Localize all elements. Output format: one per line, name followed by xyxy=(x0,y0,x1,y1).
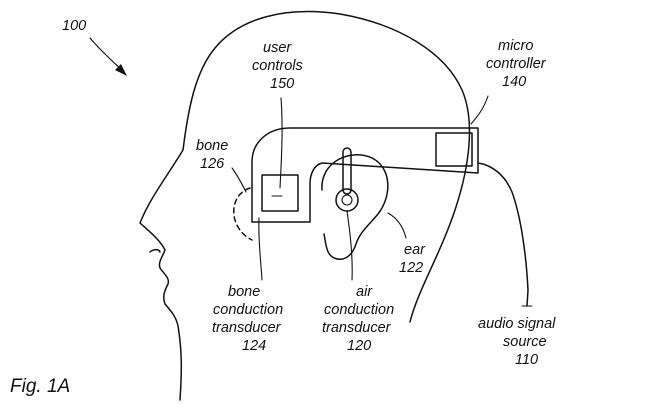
figure-caption: Fig. 1A xyxy=(10,376,70,397)
head-outline xyxy=(139,10,471,401)
label-120: 120 xyxy=(347,338,371,354)
label-conduction-1: conduction xyxy=(213,302,283,318)
label-micro: micro xyxy=(498,38,533,54)
label-transducer-2: transducer xyxy=(322,320,392,336)
label-bone-2: bone xyxy=(228,284,260,300)
leader-micro-controller xyxy=(470,95,489,125)
reference-arrow xyxy=(89,37,123,71)
air-transducer-stalk xyxy=(342,147,352,195)
label-transducer-1: transducer xyxy=(212,320,282,336)
figure-number-label: 100 xyxy=(62,18,86,34)
label-122: 122 xyxy=(399,260,423,276)
reference-arrowhead xyxy=(115,64,127,76)
label-source: source xyxy=(503,334,547,350)
bone-transducer-box xyxy=(261,174,299,212)
leader-air-transducer xyxy=(346,210,353,281)
air-transducer-outer xyxy=(335,188,359,212)
label-110: 110 xyxy=(515,352,538,368)
label-bone: bone xyxy=(196,138,228,154)
headband xyxy=(251,127,479,223)
label-150: 150 xyxy=(270,76,294,92)
air-transducer-inner xyxy=(341,194,353,206)
bone-dashed xyxy=(233,187,253,241)
label-ear: ear xyxy=(404,242,426,258)
ear-shape xyxy=(321,154,389,260)
label-air: air xyxy=(356,284,373,300)
neck-outline xyxy=(149,248,161,253)
leader-user-controls xyxy=(279,97,283,189)
leader-bone xyxy=(231,167,247,193)
audio-cable xyxy=(477,162,529,307)
label-controls: controls xyxy=(252,58,303,74)
label-140: 140 xyxy=(502,74,526,90)
label-conduction-2: conduction xyxy=(324,302,394,318)
micro-controller-box xyxy=(435,132,473,167)
leader-ear xyxy=(387,212,407,239)
label-controller: controller xyxy=(486,56,547,72)
label-124: 124 xyxy=(242,338,266,354)
label-126: 126 xyxy=(200,156,225,172)
leader-bone-transducer xyxy=(258,217,263,281)
label-audio-signal: audio signal xyxy=(478,316,556,332)
label-user: user xyxy=(263,40,292,56)
